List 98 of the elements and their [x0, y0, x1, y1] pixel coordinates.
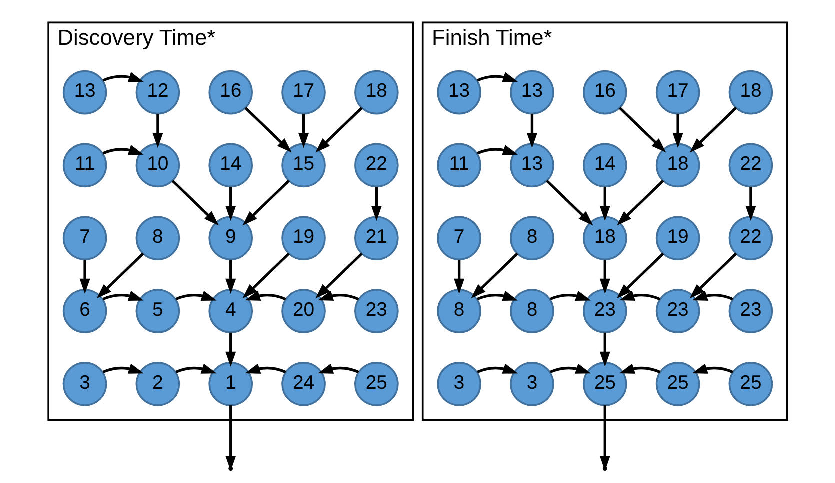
arrow	[171, 180, 219, 226]
node-circle: 13	[510, 70, 554, 115]
node-circle: 17	[655, 70, 700, 115]
arrow	[619, 290, 660, 301]
arrow	[102, 145, 144, 156]
arrow	[244, 364, 286, 374]
node-circle: 8	[436, 289, 481, 334]
node-circle: 23	[582, 289, 627, 334]
arrow	[244, 107, 292, 153]
arrow	[102, 364, 144, 374]
node-circle: 18	[728, 70, 773, 115]
node-circle: 3	[62, 362, 107, 406]
arrow	[470, 252, 518, 299]
node-circle: 9	[208, 216, 253, 261]
node-circle: 22	[728, 216, 773, 261]
arrow	[616, 252, 664, 299]
arrow	[96, 252, 144, 299]
arrow	[298, 114, 309, 148]
node-circle: 11	[436, 143, 481, 188]
node-circle: 20	[281, 289, 326, 334]
arrow	[244, 290, 286, 301]
node-circle: 3	[436, 362, 481, 406]
arrow	[102, 72, 144, 82]
arrow	[102, 290, 144, 302]
node-circle: 23	[655, 289, 700, 334]
arrow	[242, 252, 290, 299]
arrow	[672, 114, 683, 148]
node-circle: 8	[510, 216, 554, 261]
arrow	[476, 145, 518, 156]
node-circle: 14	[208, 143, 253, 188]
arrow	[242, 180, 290, 226]
node-circle: 4	[208, 289, 253, 334]
arrow	[152, 114, 163, 148]
arrow	[476, 364, 518, 374]
arrow	[526, 114, 538, 148]
arrow	[315, 252, 362, 299]
node-circle: 23	[728, 289, 773, 334]
node-circle: 22	[354, 143, 398, 188]
arrow	[689, 252, 737, 299]
arrow	[692, 290, 734, 301]
node-circle: 18	[655, 143, 700, 188]
node-circle: 11	[62, 143, 107, 188]
arrow	[599, 187, 610, 222]
node-circle: 8	[135, 216, 180, 261]
arrow	[454, 260, 464, 294]
node-circle: 3	[510, 362, 554, 406]
arrow	[476, 72, 518, 82]
node-circle: 12	[135, 70, 180, 115]
arrow	[549, 364, 591, 374]
arrow	[599, 332, 610, 367]
node-circle: 21	[354, 216, 398, 261]
node-circle: 17	[281, 70, 326, 115]
node-circle: 5	[135, 289, 180, 334]
arrow	[315, 107, 362, 153]
node-circle: 7	[436, 216, 481, 261]
node-circle: 6	[62, 289, 107, 334]
arrow	[619, 364, 660, 374]
arrow	[318, 290, 359, 301]
arrow	[370, 187, 382, 222]
node-circle: 10	[135, 143, 180, 188]
node-circle: 16	[582, 70, 627, 115]
node-circle: 13	[510, 143, 554, 188]
arrow	[175, 364, 216, 374]
arrow	[225, 332, 236, 367]
node-circle: 25	[728, 362, 773, 406]
node-circle: 23	[354, 289, 398, 334]
arrow	[546, 180, 593, 226]
node-circle: 25	[582, 362, 627, 406]
node-circle: 24	[281, 362, 326, 406]
node-circle: 25	[354, 362, 398, 406]
node-circle: 25	[655, 362, 700, 406]
arrow	[476, 290, 518, 302]
arrow	[689, 107, 737, 153]
node-circle: 15	[281, 143, 326, 188]
node-circle: 7	[62, 216, 107, 261]
arrow	[549, 290, 591, 302]
arrow	[616, 180, 664, 226]
node-circle: 19	[281, 216, 326, 261]
arrow	[599, 260, 610, 294]
arrow	[618, 107, 666, 153]
node-circle: 13	[436, 70, 481, 115]
arrow	[79, 260, 90, 294]
node-circle: 2	[135, 362, 180, 406]
node-circle: 13	[62, 70, 107, 115]
node-circle: 16	[208, 70, 253, 115]
node-circle: 18	[582, 216, 627, 261]
arrow	[318, 364, 359, 374]
node-circle: 22	[728, 143, 773, 188]
node-circle: 1	[208, 362, 253, 406]
arrow	[175, 290, 216, 302]
arrow	[692, 364, 734, 374]
arrow	[225, 260, 236, 294]
arrow	[745, 187, 756, 222]
node-circle: 14	[582, 143, 627, 188]
node-circle: 18	[354, 70, 398, 115]
node-circle: 19	[655, 216, 700, 261]
arrow	[225, 187, 236, 222]
node-circle: 8	[510, 289, 554, 334]
